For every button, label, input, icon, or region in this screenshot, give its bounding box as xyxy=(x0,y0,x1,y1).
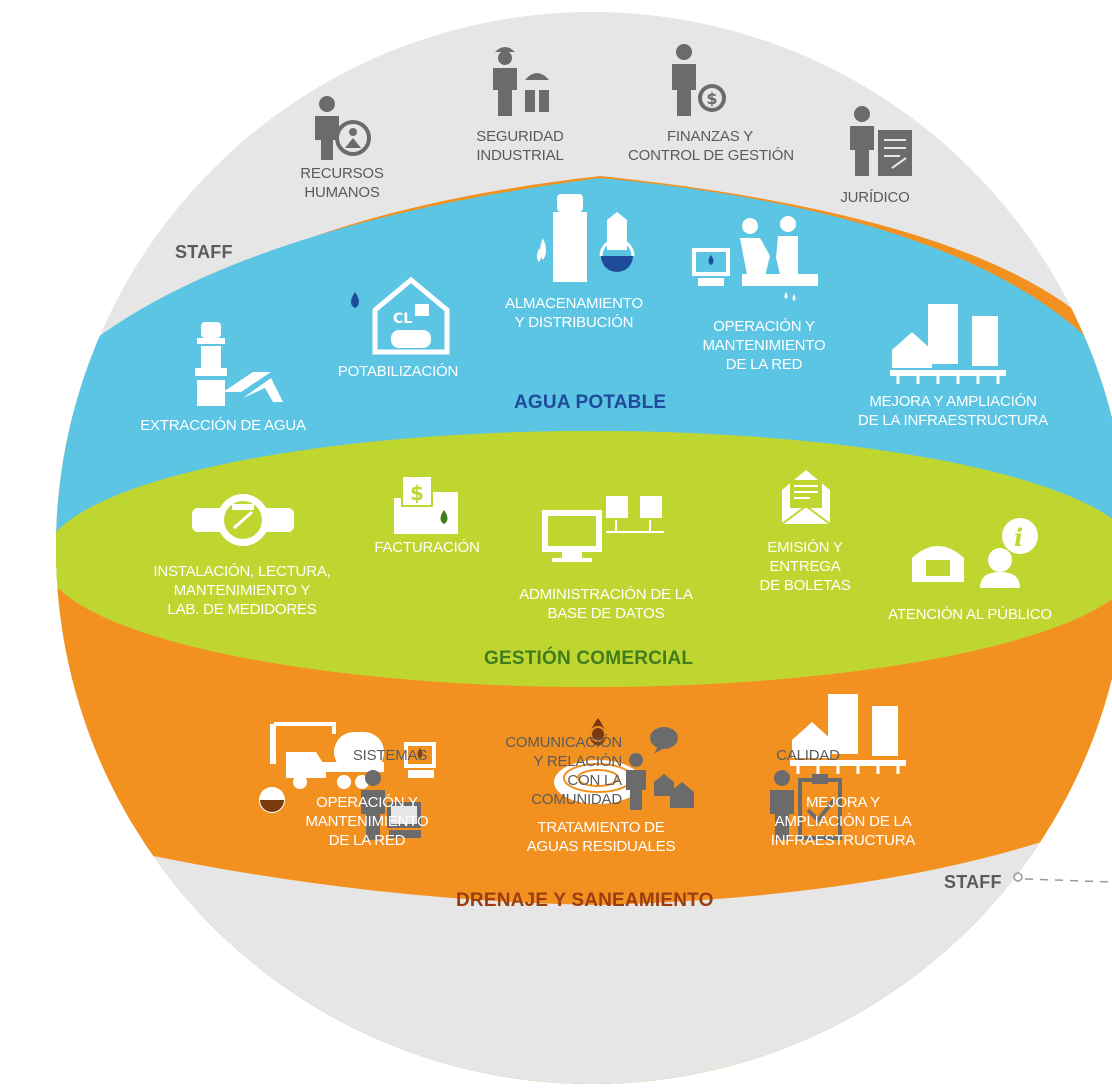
label-boletas: EMISIÓN Y ENTREGA DE BOLETAS xyxy=(759,539,851,594)
svg-text:$: $ xyxy=(410,481,424,505)
label-tratamiento: TRATAMIENTO DE AGUAS RESIDUALES xyxy=(526,819,676,855)
svg-text:i: i xyxy=(1014,523,1023,552)
monitor-drenaje-icon xyxy=(404,742,436,778)
staff-label-bottom: STAFF xyxy=(944,872,1002,892)
atencion-publico-icon: i xyxy=(912,518,1038,588)
label-base-datos: ADMINISTRACIÓN DE LA BASE DE DATOS xyxy=(519,586,693,622)
almacenamiento-icon xyxy=(537,194,635,282)
label-operacion-red-agua: OPERACIÓN Y MANTENIMIENTO DE LA RED xyxy=(702,318,826,373)
label-calidad: CALIDAD xyxy=(776,747,840,764)
sistemas-icon xyxy=(361,770,421,840)
label-mejora-infraestructura-drenaje: MEJORA Y AMPLIACIÓN DE LA INFRAESTRUCTUR… xyxy=(770,794,916,849)
label-almacenamiento: ALMACENAMIENTO Y DISTRIBUCIÓN xyxy=(505,295,643,331)
connector-dashed-line xyxy=(1024,878,1112,883)
label-comunicacion: COMUNICACIÓN Y RELACIÓN CON LA COMUNIDAD xyxy=(505,734,622,808)
label-operacion-red-drenaje: OPERACIÓN Y MANTENIMIENTO DE LA RED xyxy=(305,794,429,849)
agua-potable-title: AGUA POTABLE xyxy=(514,392,667,413)
svg-text:CL: CL xyxy=(393,311,412,327)
medidor-icon xyxy=(192,494,294,546)
label-seguridad-industrial: SEGURIDAD INDUSTRIAL xyxy=(476,128,564,164)
calidad-icon xyxy=(770,770,842,840)
label-recursos-humanos: RECURSOS HUMANOS xyxy=(300,165,384,201)
label-medidores: INSTALACIÓN, LECTURA, MANTENIMIENTO Y LA… xyxy=(153,563,331,618)
finanzas-icon: $ xyxy=(672,44,726,116)
recursos-humanos-icon xyxy=(315,96,371,160)
seguridad-industrial-icon xyxy=(493,47,549,116)
tratamiento-icon xyxy=(554,718,642,804)
mejora-infraestructura-agua-icon xyxy=(890,304,1006,384)
gestion-comercial-title: GESTIÓN COMERCIAL xyxy=(484,648,694,669)
label-facturacion: FACTURACIÓN xyxy=(374,539,480,556)
label-sistemas: SISTEMAS xyxy=(352,747,428,764)
label-mejora-infraestructura-agua: MEJORA Y AMPLIACIÓN DE LA INFRAESTRUCTUR… xyxy=(858,393,1048,429)
label-atencion-publico: ATENCIÓN AL PÚBLICO xyxy=(888,606,1052,623)
extraccion-agua-icon xyxy=(195,322,283,406)
connector-dot-icon xyxy=(1013,872,1023,882)
svg-text:$: $ xyxy=(706,89,717,108)
drenaje-title: DRENAJE Y SANEAMIENTO xyxy=(456,890,714,911)
boletas-icon xyxy=(781,470,831,525)
comunicacion-icon xyxy=(626,727,694,810)
operacion-red-agua-icon xyxy=(692,216,818,301)
juridico-icon xyxy=(850,106,912,176)
staff-label-top: STAFF xyxy=(175,242,233,262)
facturacion-icon: $ xyxy=(394,475,458,534)
label-juridico: JURÍDICO xyxy=(840,189,910,206)
base-datos-icon xyxy=(542,496,664,562)
mejora-infraestructura-drenaje-icon xyxy=(790,694,906,774)
label-extraccion-agua: EXTRACCIÓN DE AGUA xyxy=(140,417,306,434)
camion-cisterna-icon xyxy=(259,722,384,813)
potabilizacion-icon: CL xyxy=(351,276,450,355)
label-potabilizacion: POTABILIZACIÓN xyxy=(337,363,459,380)
label-finanzas: FINANZAS Y CONTROL DE GESTIÓN xyxy=(628,128,794,164)
